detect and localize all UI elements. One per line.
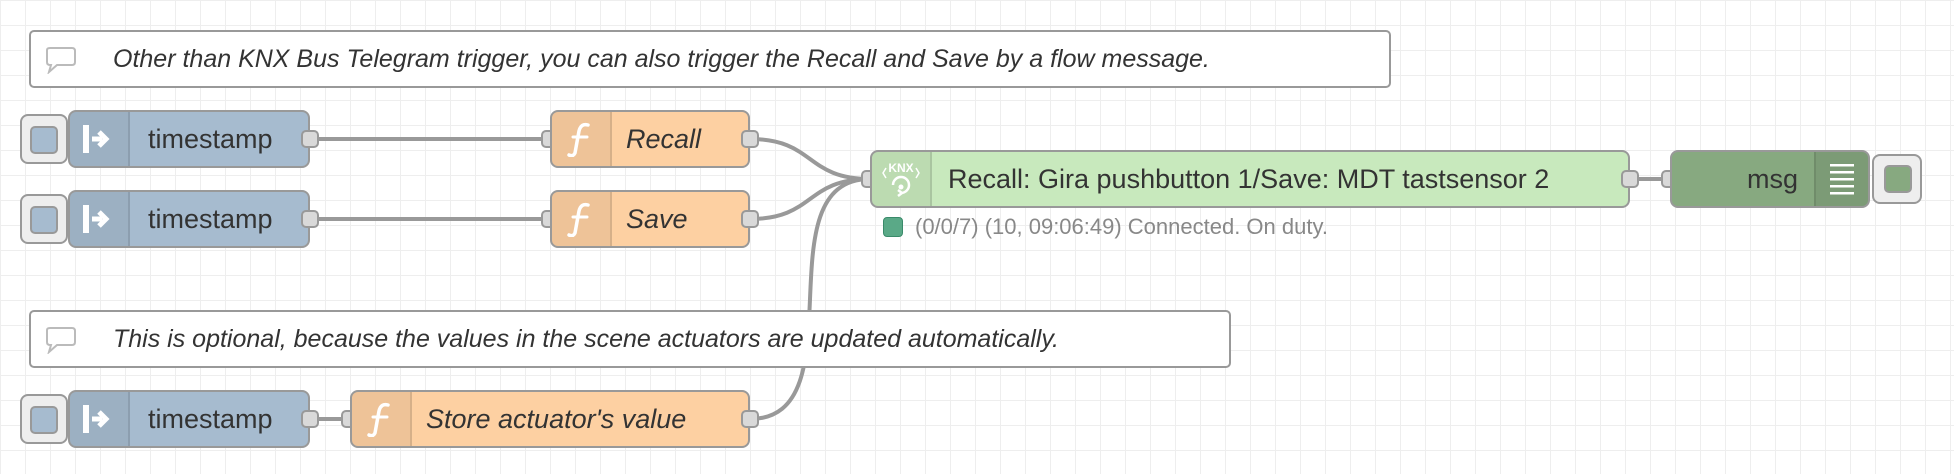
comment-text: Other than KNX Bus Telegram trigger, you… [113,45,1210,73]
function-icon-area [552,112,612,166]
function-node-store-actuator-value[interactable]: Store actuator's value [350,390,750,448]
function-icon [567,202,590,237]
inject-icon-area [70,112,130,166]
node-label: Store actuator's value [426,404,687,434]
comment-icon [46,327,76,354]
arrow-in-icon [83,205,110,233]
inject-icon-area [70,392,130,446]
list-icon [1830,164,1854,195]
arrow-in-icon [83,125,110,153]
debug-icon-area [1814,152,1868,206]
inject-trigger-button[interactable] [20,194,68,244]
function-icon [567,122,590,157]
function-icon-area [552,192,612,246]
node-label: msg [1746,164,1798,194]
node-label: Recall [626,124,702,154]
inject-trigger-button[interactable] [20,394,68,444]
comment-node-trigger-info[interactable]: Other than KNX Bus Telegram trigger, you… [29,30,1391,88]
inject-trigger-button-inner[interactable] [30,406,58,434]
comment-text: This is optional, because the values in … [113,325,1059,353]
output-port[interactable] [301,410,319,428]
inject-node-timestamp-2[interactable]: timestamp [68,190,310,248]
arrow-in-icon [83,405,110,433]
svg-text:KNX: KNX [888,161,913,175]
status-indicator [883,217,903,237]
inject-node-timestamp-3[interactable]: timestamp [68,390,310,448]
output-port[interactable] [301,130,319,148]
node-label: timestamp [148,404,273,434]
inject-trigger-button-inner[interactable] [30,206,58,234]
inject-trigger-button[interactable] [20,114,68,164]
node-label: Recall: Gira pushbutton 1/Save: MDT tast… [948,164,1550,194]
node-label: timestamp [148,204,273,234]
debug-node-msg[interactable]: msg [1670,150,1870,208]
comment-icon [46,47,76,74]
output-port[interactable] [301,210,319,228]
output-port[interactable] [1621,170,1639,188]
function-node-recall[interactable]: Recall [550,110,750,168]
output-port[interactable] [741,410,759,428]
output-port[interactable] [741,210,759,228]
knx-scene-controller-node[interactable]: KNX Recall: Gira pushbutton 1/Save: MDT … [870,150,1630,208]
knx-scene-icon: KNX [882,161,920,197]
knx-icon-area: KNX [872,152,932,206]
debug-toggle-button[interactable] [1872,154,1922,204]
inject-node-timestamp-1[interactable]: timestamp [68,110,310,168]
debug-toggle-button-inner[interactable] [1884,165,1912,193]
function-icon [367,402,390,437]
output-port[interactable] [741,130,759,148]
wire-save-knx[interactable] [748,177,872,221]
status-text: (0/0/7) (10, 09:06:49) Connected. On dut… [915,214,1328,239]
inject-icon-area [70,192,130,246]
node-label: Save [626,204,688,234]
node-label: timestamp [148,124,273,154]
wire-store-knx[interactable] [748,177,872,421]
function-icon-area [352,392,412,446]
inject-trigger-button-inner[interactable] [30,126,58,154]
function-node-save[interactable]: Save [550,190,750,248]
comment-node-optional-info[interactable]: This is optional, because the values in … [29,310,1231,368]
wire-recall-knx[interactable] [748,137,872,181]
